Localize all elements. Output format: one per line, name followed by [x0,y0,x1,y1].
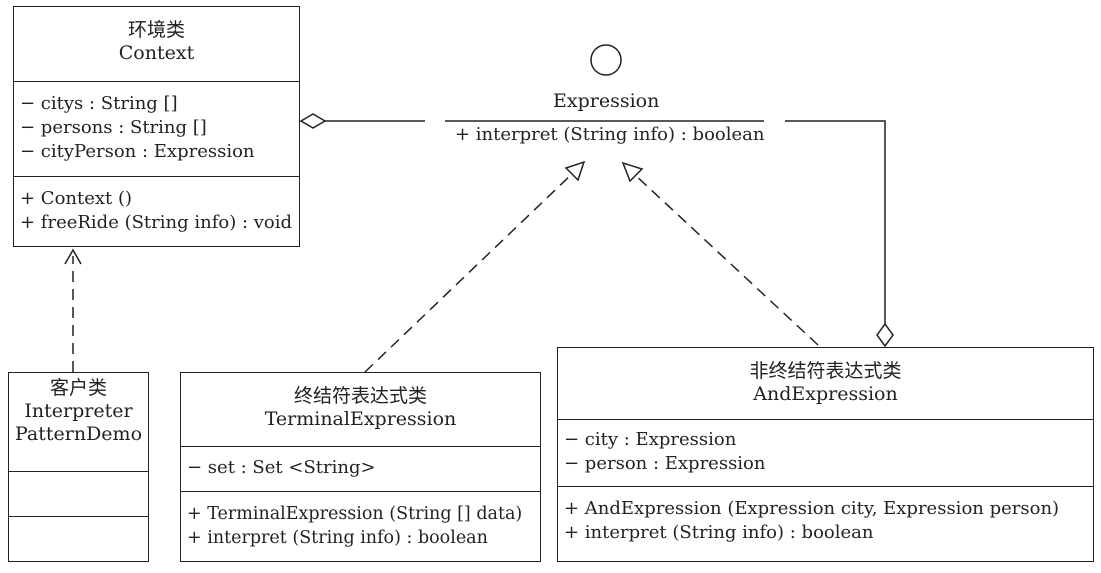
client-attributes [9,472,148,517]
terminal-expression-class: 终结符表达式类 TerminalExpression − set : Set <… [180,372,541,562]
terminal-op: + TerminalExpression (String [] data) [187,504,523,524]
andexpression-aggregation-line [785,120,894,348]
context-class: 环境类 Context − citys : String [] − person… [13,6,300,247]
context-header: 环境类 Context [14,7,299,82]
context-aggregation-line [299,113,425,129]
andexpression-op: + interpret (String info) : boolean [564,522,874,543]
context-class-name: Context [118,42,195,64]
context-attributes: − citys : String [] − persons : String [… [14,82,299,177]
andexpression-realization-line [621,161,819,346]
client-chinese-name: 客户类 [49,377,107,399]
context-operations: + Context () + freeRide (String info) : … [14,177,299,235]
andexpression-class-name: AndExpression [753,383,898,405]
andexpression-attr: − city : Expression [564,429,737,450]
client-dependency-line [64,248,82,372]
terminal-class-name: TerminalExpression [264,408,457,430]
context-op: + Context () [20,188,133,209]
client-header: 客户类 Interpreter PatternDemo [9,373,148,472]
terminal-op: + interpret (String info) : boolean [187,528,488,548]
andexpression-op: + AndExpression (Expression city, Expres… [564,498,1060,519]
client-class: 客户类 Interpreter PatternDemo [8,372,149,562]
andexpression-operations: + AndExpression (Expression city, Expres… [558,487,1093,545]
terminal-operations: + TerminalExpression (String [] data) + … [181,492,540,550]
expression-name: Expression [553,90,660,112]
client-name-line1: Interpreter [24,400,133,422]
andexpression-chinese-name: 非终结符表达式类 [749,360,902,382]
context-attr: − persons : String [] [20,117,207,138]
terminal-attr: − set : Set <String> [187,457,376,478]
terminal-attributes: − set : Set <String> [181,447,540,492]
context-op: + freeRide (String info) : void [20,212,293,233]
client-name-line2: PatternDemo [14,423,143,445]
terminal-realization-line [364,160,586,373]
context-attr: − citys : String [] [20,93,178,114]
context-attr: − cityPerson : Expression [20,141,255,162]
andexpression-attr: − person : Expression [564,453,766,474]
and-expression-class: 非终结符表达式类 AndExpression − city : Expressi… [557,347,1094,562]
terminal-header: 终结符表达式类 TerminalExpression [181,373,540,447]
terminal-chinese-name: 终结符表达式类 [293,385,427,407]
interface-circle-icon [590,44,622,76]
andexpression-header: 非终结符表达式类 AndExpression [558,348,1093,420]
andexpression-attributes: − city : Expression − person : Expressio… [558,420,1093,487]
expression-interpret-method: + interpret (String info) : boolean [455,124,765,145]
context-chinese-name: 环境类 [127,19,185,41]
